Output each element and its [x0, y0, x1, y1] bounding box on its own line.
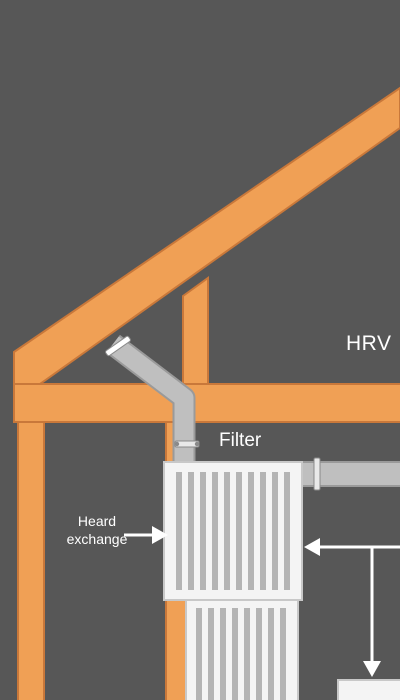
duct-collar-roof: [105, 335, 131, 357]
heat-exchange-label-line1: Heard: [77, 513, 117, 529]
hrv-unit: [163, 461, 303, 700]
airflow-arrows: [304, 538, 400, 677]
attic-post: [182, 276, 209, 385]
lower-component-box: [337, 679, 400, 700]
heat-exchange-arrow: [124, 526, 168, 544]
left-wall-stud: [17, 421, 45, 700]
hrv-unit-lower: [185, 599, 299, 700]
hrv-label: HRV: [346, 332, 392, 355]
side-duct-clamp: [313, 457, 321, 491]
ceiling-joist: [13, 383, 400, 423]
roof-rafter: [13, 86, 400, 385]
heat-exchange-label-line2: exchange: [66, 531, 128, 547]
airflow-arrow-down-head: [363, 661, 381, 677]
hrv-unit-upper: [163, 461, 303, 601]
exchanger-slots-upper: [176, 472, 290, 590]
filter-label: Filter: [219, 430, 262, 451]
airflow-arrow-left-head: [304, 538, 320, 556]
roof-duct: [105, 334, 200, 466]
side-duct: [299, 457, 400, 491]
exchanger-slots-lower: [196, 608, 286, 700]
heat-exchange-label: Heard exchange: [50, 512, 144, 548]
